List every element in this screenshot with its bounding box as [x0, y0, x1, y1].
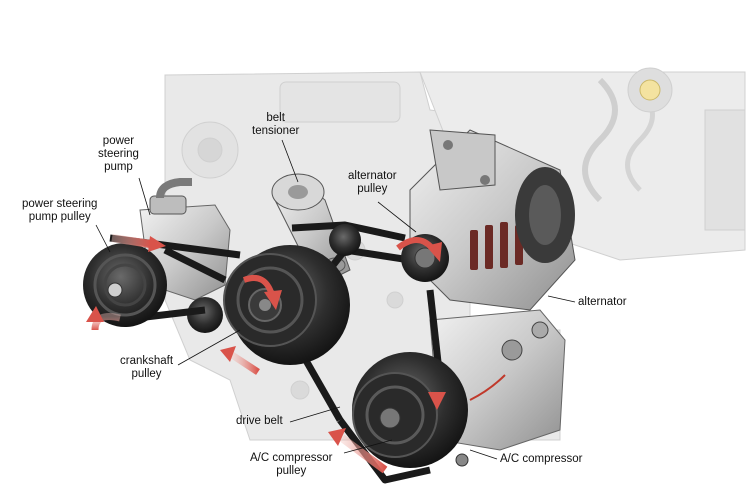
label-line: alternator [348, 170, 397, 182]
label-belt-tensioner: belt tensioner [252, 112, 299, 138]
label-line: belt [266, 112, 285, 124]
label-line: tensioner [252, 125, 300, 137]
label-line: pulley [276, 465, 307, 477]
label-power-steering-pump-pulley: power steering pump pulley [22, 198, 97, 224]
label-line: pump pulley [28, 211, 91, 223]
label-line: pulley [357, 183, 388, 195]
label-line: crankshaft [120, 355, 174, 367]
label-line: steering [98, 148, 139, 160]
label-line: power steering [22, 198, 98, 210]
curved-red-arrow-icon [86, 234, 446, 474]
tensioner-roller [329, 224, 361, 256]
label-ac-compressor-pulley: A/C compressor pulley [250, 452, 332, 478]
label-crankshaft-pulley: crankshaft pulley [120, 355, 173, 381]
power-steering-pump-pulley [83, 243, 167, 327]
label-line: power [102, 135, 135, 147]
ac-compressor-pulley [352, 352, 468, 468]
label-alternator: alternator [578, 296, 627, 308]
label-leader-lines [95, 139, 576, 460]
label-line: A/C compressor [250, 452, 333, 464]
label-ac-compressor: A/C compressor [500, 453, 583, 465]
label-line: pulley [131, 368, 162, 380]
label-line: pump [104, 161, 133, 173]
label-power-steering-pump: power steering pump [98, 135, 139, 174]
label-alternator-pulley: alternator pulley [348, 170, 397, 196]
alternator [409, 129, 576, 311]
label-drive-belt: drive belt [236, 415, 283, 427]
